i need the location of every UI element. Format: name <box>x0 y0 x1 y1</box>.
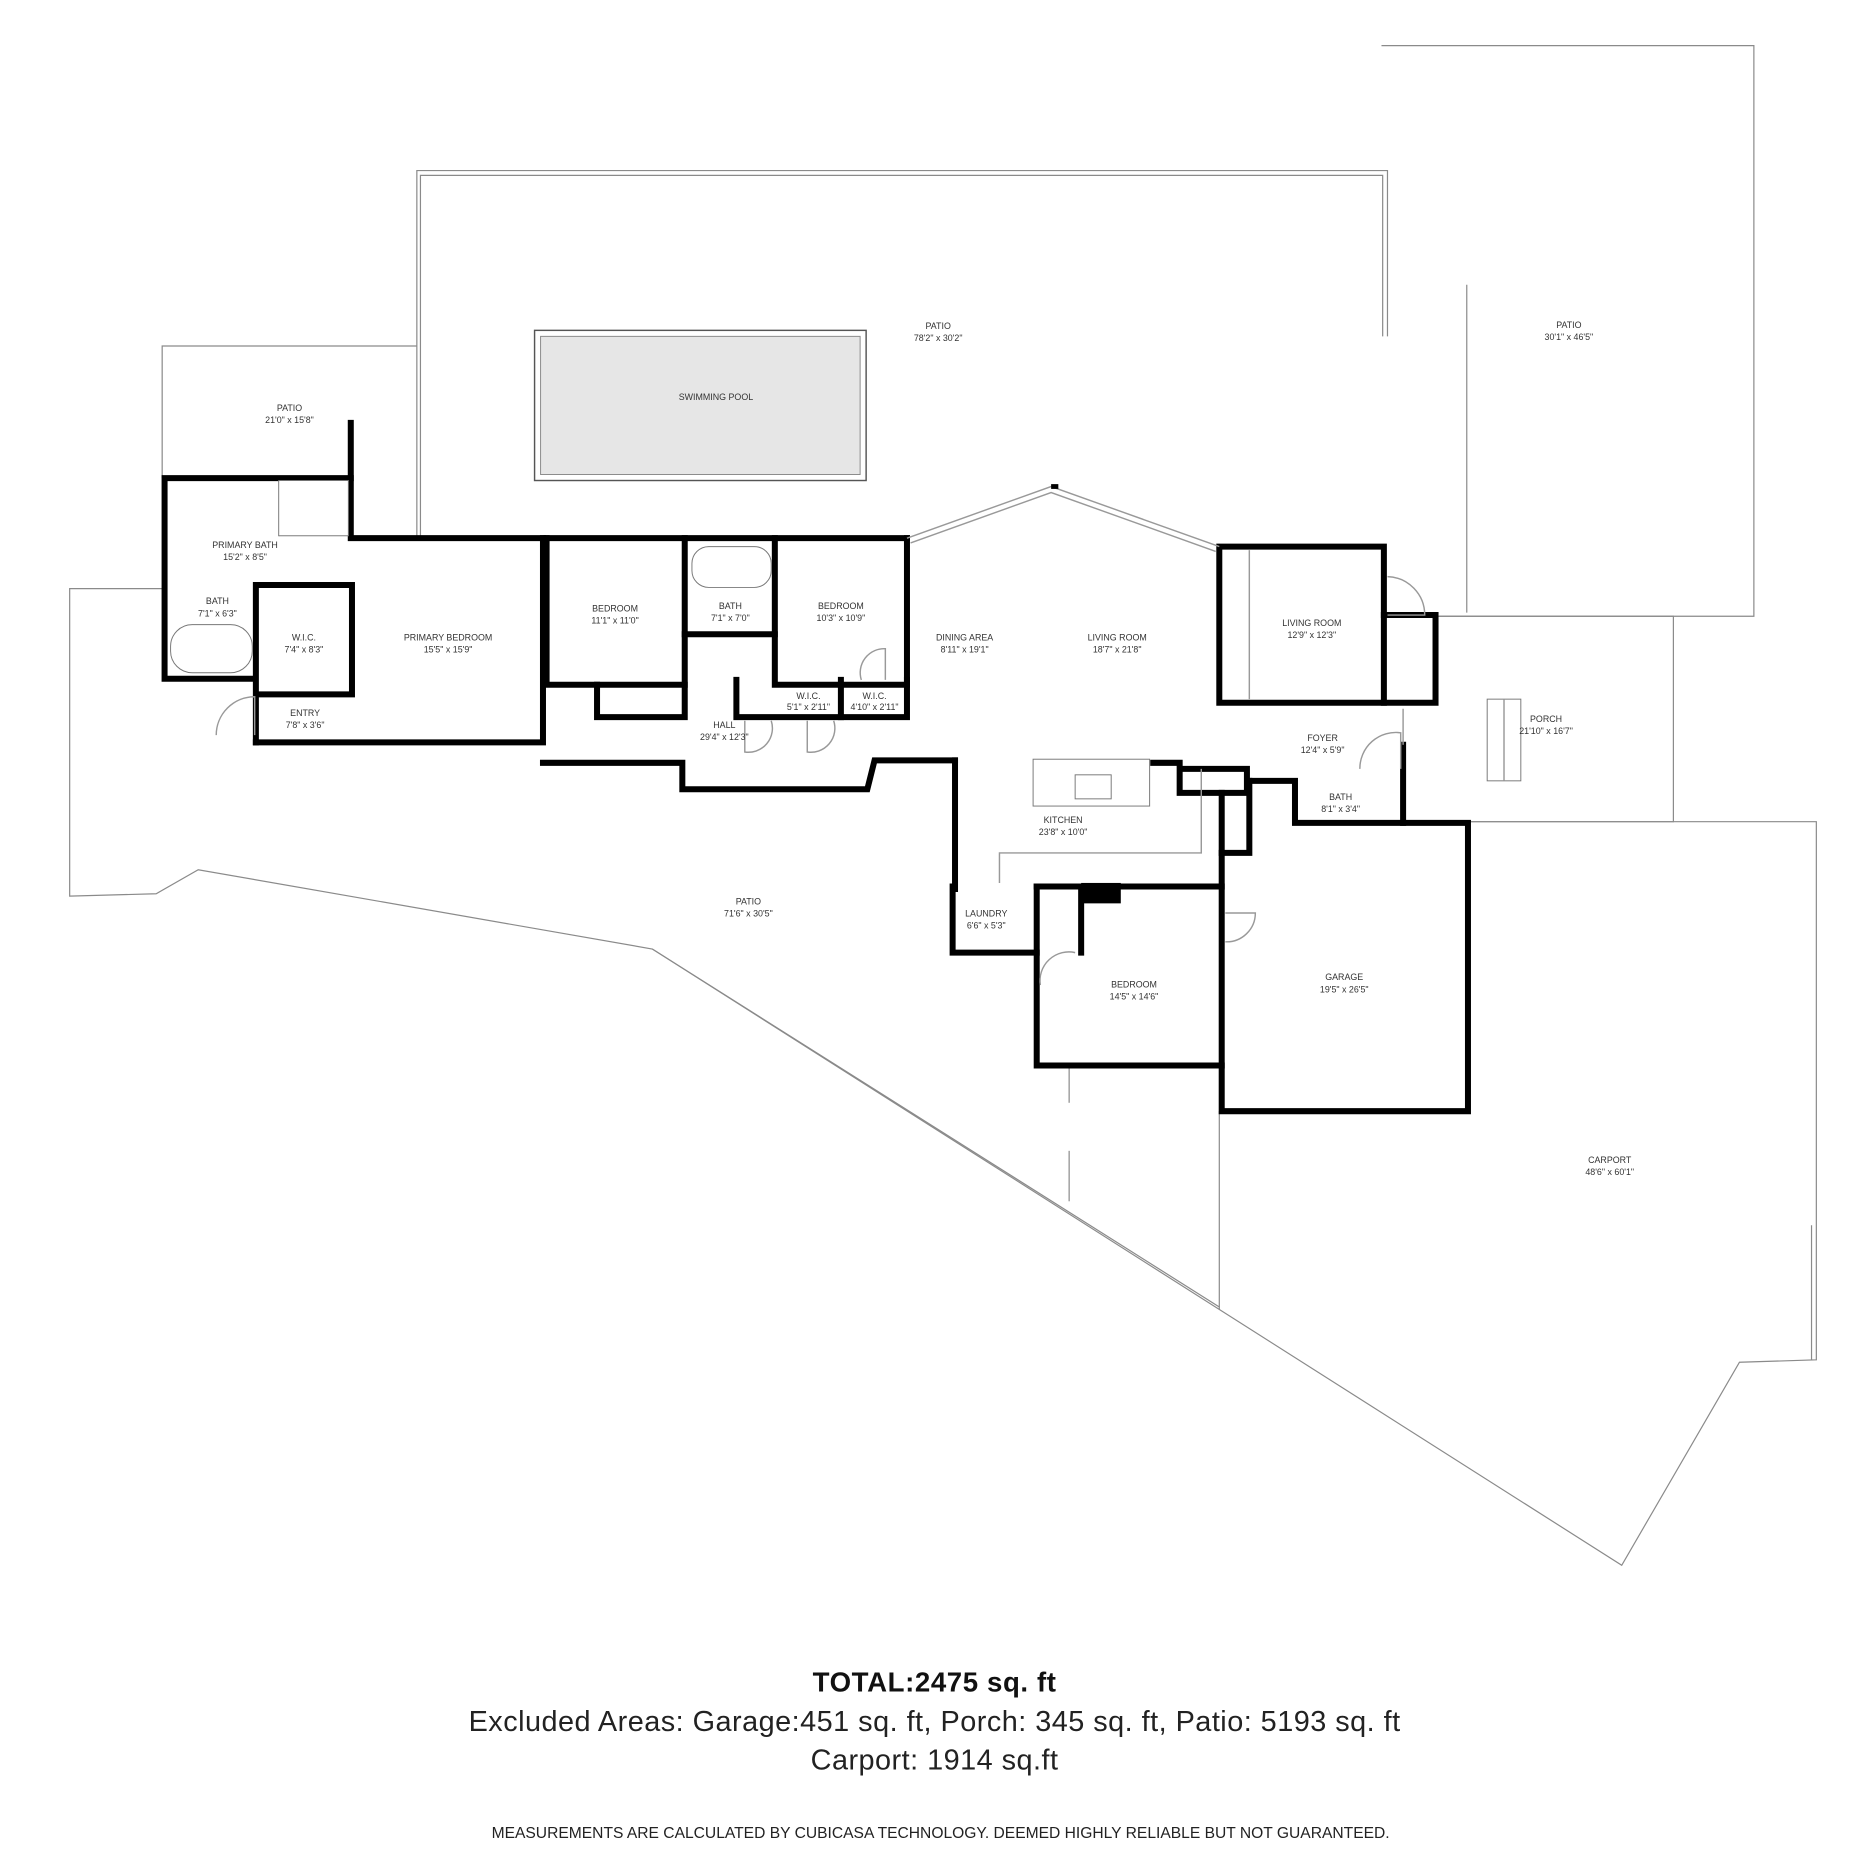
svg-text:18'7" x 21'8": 18'7" x 21'8" <box>1093 644 1142 654</box>
svg-text:7'4" x 8'3": 7'4" x 8'3" <box>285 644 324 654</box>
room-label-wic-1: W.I.C.5'1" x 2'11" <box>787 691 830 712</box>
room-label-bedroom-1: BEDROOM 11'1" x 11'0" <box>591 603 638 625</box>
room-label-patio-pool: PATIO 78'2" x 30'2" <box>914 321 963 343</box>
walls <box>161 419 1471 1115</box>
room-label-carport: CARPORT 48'6" x 60'1" <box>1585 1155 1634 1177</box>
svg-text:8'11" x 19'1": 8'11" x 19'1" <box>941 644 989 654</box>
svg-text:LIVING ROOM: LIVING ROOM <box>1088 632 1147 642</box>
svg-text:11'1" x 11'0": 11'1" x 11'0" <box>591 615 638 625</box>
svg-text:LAUNDRY: LAUNDRY <box>965 909 1007 919</box>
room-label-patio-east: PATIO 30'1" x 46'5" <box>1545 320 1594 342</box>
room-label-laundry: LAUNDRY 6'6" x 5'3" <box>965 909 1007 931</box>
svg-text:21'0" x 15'8": 21'0" x 15'8" <box>265 415 314 425</box>
room-label-bath-hall: BATH 7'1" x 7'0" <box>711 601 750 623</box>
svg-text:6'6" x 5'3": 6'6" x 5'3" <box>967 921 1006 931</box>
svg-text:PORCH: PORCH <box>1530 714 1562 724</box>
svg-text:HALL: HALL <box>713 720 735 730</box>
area-summary: TOTAL:2475 sq. ft Excluded Areas: Garage… <box>469 1666 1401 1842</box>
svg-text:W.I.C.: W.I.C. <box>292 632 316 642</box>
room-label-bath-primary: BATH 7'1" x 6'3" <box>198 596 237 618</box>
svg-text:GARAGE: GARAGE <box>1325 972 1363 982</box>
svg-text:23'8" x 10'0": 23'8" x 10'0" <box>1039 827 1088 837</box>
svg-text:FOYER: FOYER <box>1307 733 1338 743</box>
svg-text:12'4" x 5'9": 12'4" x 5'9" <box>1301 745 1345 755</box>
room-label-entry: ENTRY 7'8" x 3'6" <box>286 708 325 730</box>
room-label-garage: GARAGE 19'5" x 26'5" <box>1320 972 1369 994</box>
svg-text:KITCHEN: KITCHEN <box>1044 815 1083 825</box>
exterior-outlines <box>69 45 1817 1567</box>
svg-text:19'5" x 26'5": 19'5" x 26'5" <box>1320 984 1369 994</box>
svg-text:7'8" x 3'6": 7'8" x 3'6" <box>286 720 325 730</box>
svg-text:71'6" x 30'5": 71'6" x 30'5" <box>724 909 773 919</box>
svg-text:PRIMARY BEDROOM: PRIMARY BEDROOM <box>404 632 492 642</box>
room-label-dining-area: DINING AREA 8'11" x 19'1" <box>936 632 993 654</box>
svg-text:12'9" x 12'3": 12'9" x 12'3" <box>1287 630 1336 640</box>
svg-text:PATIO: PATIO <box>736 897 761 907</box>
total-area: TOTAL:2475 sq. ft <box>813 1666 1057 1697</box>
carport-area: Carport: 1914 sq.ft <box>811 1744 1059 1776</box>
svg-text:BATH: BATH <box>719 601 742 611</box>
room-label-kitchen: KITCHEN 23'8" x 10'0" <box>1039 815 1088 837</box>
svg-text:48'6" x 60'1": 48'6" x 60'1" <box>1585 1167 1634 1177</box>
svg-text:7'1" x 6'3": 7'1" x 6'3" <box>198 608 237 618</box>
svg-text:BEDROOM: BEDROOM <box>592 603 638 613</box>
svg-text:10'3" x 10'9": 10'3" x 10'9" <box>817 613 866 623</box>
svg-text:14'5" x 14'6": 14'5" x 14'6" <box>1110 991 1159 1001</box>
room-label-foyer: FOYER 12'4" x 5'9" <box>1301 733 1345 755</box>
svg-text:PRIMARY BATH: PRIMARY BATH <box>212 540 278 550</box>
svg-text:78'2" x 30'2": 78'2" x 30'2" <box>914 333 963 343</box>
excluded-areas: Excluded Areas: Garage:451 sq. ft, Porch… <box>469 1706 1401 1738</box>
room-label-living-room-2: LIVING ROOM 12'9" x 12'3" <box>1282 618 1341 640</box>
room-label-primary-bath: PRIMARY BATH 15'2" x 8'5" <box>212 540 278 562</box>
room-label-living-room: LIVING ROOM 18'7" x 21'8" <box>1088 632 1147 654</box>
svg-text:DINING AREA: DINING AREA <box>936 632 993 642</box>
svg-text:CARPORT: CARPORT <box>1588 1155 1632 1165</box>
svg-text:W.I.C.: W.I.C. <box>862 691 886 701</box>
svg-text:BATH: BATH <box>206 596 229 606</box>
windows <box>906 484 1404 745</box>
disclaimer: MEASUREMENTS ARE CALCULATED BY CUBICASA … <box>492 1825 1390 1842</box>
svg-text:PATIO: PATIO <box>926 321 951 331</box>
room-label-bedroom-3: BEDROOM 14'5" x 14'6" <box>1110 979 1159 1001</box>
svg-text:21'10" x 16'7": 21'10" x 16'7" <box>1519 726 1573 736</box>
svg-text:PATIO: PATIO <box>1556 320 1581 330</box>
svg-text:5'1" x 2'11": 5'1" x 2'11" <box>787 702 830 712</box>
room-label-wic-2: W.I.C.4'10" x 2'11" <box>851 691 899 712</box>
svg-text:8'1" x 3'4": 8'1" x 3'4" <box>1321 804 1360 814</box>
svg-text:ENTRY: ENTRY <box>290 708 320 718</box>
room-label-primary-bedroom: PRIMARY BEDROOM 15'5" x 15'9" <box>404 632 492 654</box>
svg-text:7'1" x 7'0": 7'1" x 7'0" <box>711 613 750 623</box>
room-label-patio-west: PATIO 21'0" x 15'8" <box>265 403 314 425</box>
room-label-patio-south: PATIO 71'6" x 30'5" <box>724 897 773 919</box>
svg-text:PATIO: PATIO <box>277 403 302 413</box>
svg-text:30'1" x 46'5": 30'1" x 46'5" <box>1545 332 1594 342</box>
room-label-bath-foyer: BATH 8'1" x 3'4" <box>1321 792 1360 814</box>
svg-text:4'10" x 2'11": 4'10" x 2'11" <box>851 702 899 712</box>
room-labels: PATIO 78'2" x 30'2" PATIO 30'1" x 46'5" PA… <box>198 320 1634 1177</box>
room-label-porch: PORCH 21'10" x 16'7" <box>1519 714 1573 736</box>
swimming-pool <box>533 329 867 482</box>
fixtures <box>170 480 1522 986</box>
svg-text:BEDROOM: BEDROOM <box>818 601 864 611</box>
svg-text:15'5" x 15'9": 15'5" x 15'9" <box>424 644 473 654</box>
svg-text:LIVING ROOM: LIVING ROOM <box>1282 618 1341 628</box>
svg-text:15'2" x 8'5": 15'2" x 8'5" <box>223 552 267 562</box>
svg-text:29'4" x 12'3": 29'4" x 12'3" <box>700 732 749 742</box>
svg-text:BEDROOM: BEDROOM <box>1111 979 1157 989</box>
room-label-swimming-pool: SWIMMING POOL <box>679 392 754 402</box>
room-label-hall: HALL 29'4" x 12'3" <box>700 720 749 742</box>
svg-text:BATH: BATH <box>1329 792 1352 802</box>
room-label-bedroom-2: BEDROOM 10'3" x 10'9" <box>817 601 866 623</box>
svg-text:W.I.C.: W.I.C. <box>796 691 820 701</box>
room-label-wic-primary: W.I.C. 7'4" x 8'3" <box>285 632 324 654</box>
svg-text:SWIMMING POOL: SWIMMING POOL <box>679 392 754 402</box>
